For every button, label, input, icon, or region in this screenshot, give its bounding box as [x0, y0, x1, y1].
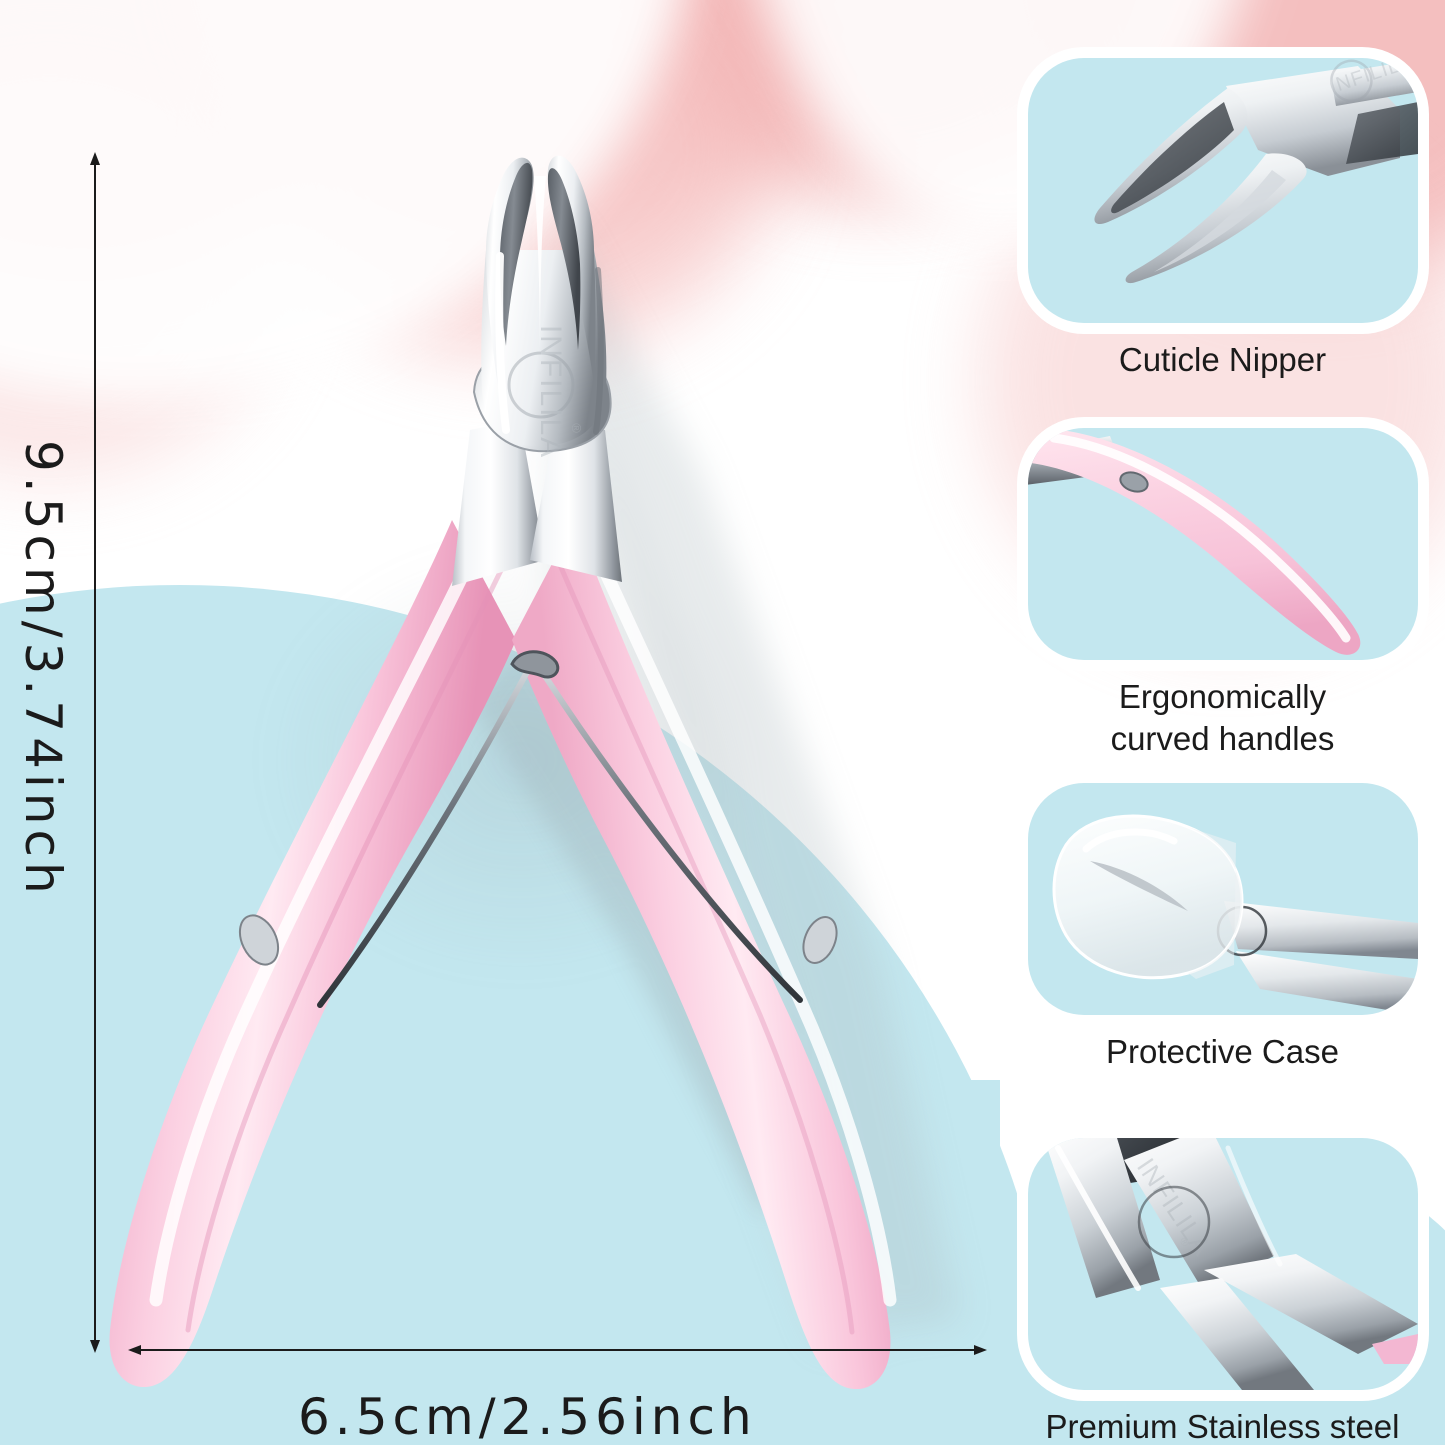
caption-line: Ergonomically [1118, 678, 1327, 715]
width-arrow-right [974, 1345, 987, 1355]
svg-text:®: ® [569, 423, 584, 433]
caption-line: Cuticle Nipper [1118, 341, 1327, 378]
handle-left [109, 520, 516, 1388]
feature-premium-steel-caption: Premium Stainless steel [1000, 1406, 1445, 1445]
spring-anchor-left [238, 914, 280, 966]
feature-cuticle-nipper-caption: Cuticle Nipper [1000, 339, 1445, 381]
height-label: 9.5cm/3.74inch [14, 440, 72, 899]
feature-premium-steel-image: INFILILA ® [1027, 1138, 1418, 1390]
svg-text:INFILILA: INFILILA [534, 325, 567, 459]
height-arrow-top [90, 152, 100, 165]
feature-ergonomic-handles-caption: Ergonomically curved handles [1000, 676, 1445, 759]
width-line [138, 1349, 976, 1351]
jaw-left-bevel [500, 162, 533, 346]
brand-engraving: INFILILA ® [507, 325, 584, 459]
handle-right [512, 520, 891, 1390]
product-image: INFILILA ® [109, 155, 960, 1390]
cuticle-nipper-illustration: INFILILA [1093, 58, 1418, 284]
caption-line: Premium Stainless steel [1045, 1408, 1400, 1445]
head-highlight [495, 252, 510, 434]
feature-premium-steel[interactable]: INFILILA ® Premium Stainless steel [1000, 1138, 1445, 1445]
protective-case-illustration [1052, 814, 1418, 1015]
shank-left [452, 420, 545, 586]
feature-protective-case[interactable]: Protective Case [1000, 783, 1445, 1073]
feature-cuticle-nipper[interactable]: INFILILA Cuticle Nipper [1000, 58, 1445, 381]
caption-line: curved handles [1110, 719, 1335, 757]
height-arrow-bottom [90, 1340, 100, 1353]
feature-ergonomic-handles[interactable]: Ergonomically curved handles [1000, 428, 1445, 759]
shank-right [530, 420, 622, 582]
handle-right-highlight [593, 553, 897, 1307]
feature-protective-case-caption: Protective Case [1000, 1031, 1445, 1073]
jaw-gap-shadow [534, 176, 546, 360]
handle-left-edge [185, 557, 509, 1333]
feature-rail: INFILILA Cuticle Nipper [1000, 0, 1445, 1445]
spring [317, 669, 803, 1008]
feature-protective-case-image [1027, 783, 1418, 1015]
spring-loop [510, 650, 560, 679]
stainless-steel-illustration: INFILILA ® [1045, 1138, 1418, 1390]
height-line [94, 160, 96, 1350]
feature-cuticle-nipper-image: INFILILA [1027, 58, 1418, 323]
jaw-right-bevel [547, 168, 581, 350]
feature-ergonomic-handles-image [1027, 428, 1418, 660]
width-arrow-left [128, 1345, 141, 1355]
caption-line: Protective Case [1106, 1033, 1339, 1070]
spring-anchor-right [802, 916, 838, 964]
handle-right-edge [557, 562, 855, 1335]
width-label: 6.5cm/2.56inch [298, 1388, 757, 1445]
curved-handle-illustration [1027, 428, 1360, 655]
head-shadow-edge [593, 267, 604, 435]
handle-left-highlight [149, 553, 477, 1307]
